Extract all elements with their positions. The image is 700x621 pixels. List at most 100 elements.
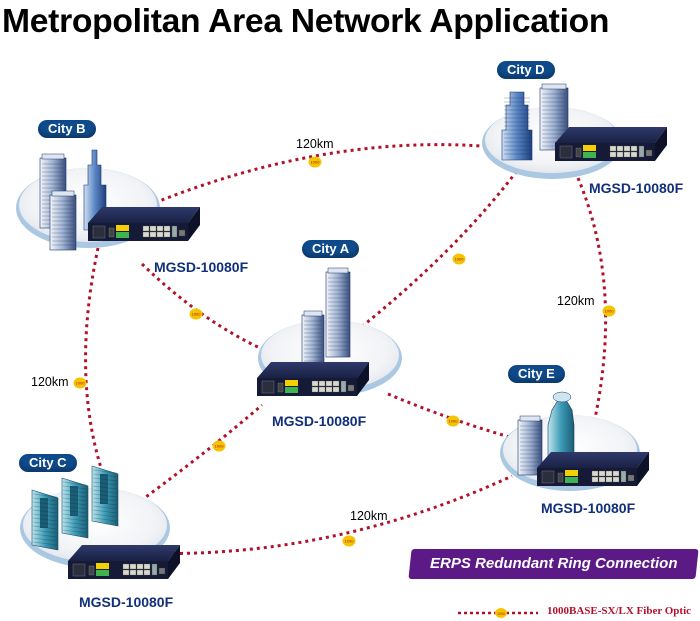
sfp-port-icon — [143, 569, 151, 576]
sfp-port-icon — [591, 476, 599, 483]
link-badge-text: 1000 — [605, 308, 615, 313]
city-label-b: City B — [38, 120, 96, 138]
power-port-icon — [92, 225, 106, 239]
sfp-port-icon — [149, 231, 157, 238]
sfp-port-icon — [598, 470, 606, 477]
sfp-port-icon — [591, 470, 599, 477]
model-label-d: MGSD-10080F — [589, 180, 684, 196]
sfp-port-icon — [122, 569, 130, 576]
model-label-b: MGSD-10080F — [154, 259, 249, 275]
link-badge-text: 1000 — [449, 418, 459, 423]
model-label-a: MGSD-10080F — [272, 413, 367, 429]
fiber-link-line — [141, 143, 506, 210]
sfp-port-icon — [616, 151, 624, 158]
link-badge-icon — [189, 308, 203, 320]
fiber-link-line — [387, 392, 514, 440]
link-badge-text: 1000 — [215, 443, 225, 448]
distance-label-b-d: 120km — [296, 137, 334, 151]
rj45-port-icon — [340, 380, 347, 393]
sfp-port-icon — [318, 380, 326, 387]
sfp-port-icon — [612, 470, 620, 477]
console-port-icon — [627, 474, 635, 482]
network-node-city-b — [16, 149, 200, 251]
terminal-block-icon — [116, 225, 129, 231]
sfp-port-icon — [609, 151, 617, 158]
link-badge-icon — [212, 440, 226, 452]
console-port-icon — [178, 229, 186, 237]
switch-icon — [537, 452, 649, 486]
terminal-block-icon — [583, 152, 596, 158]
sfp-port-icon — [623, 151, 631, 158]
building-icon — [31, 465, 119, 551]
rj45-port-icon — [151, 563, 158, 576]
switch-icon — [257, 362, 369, 396]
city-label-a: City A — [302, 240, 360, 258]
legend-badge-icon — [495, 608, 507, 618]
sfp-port-icon — [156, 225, 164, 232]
fiber-link: 1000 — [344, 159, 527, 342]
network-node-city-d — [482, 83, 667, 179]
switch-top — [555, 127, 667, 143]
fiber-link-line — [576, 177, 608, 433]
sfp-port-icon — [630, 145, 638, 152]
model-label-e: MGSD-10080F — [541, 500, 636, 516]
fiber-link-line — [140, 262, 263, 351]
console-port-icon — [158, 567, 166, 575]
page-title: Metropolitan Area Network Application — [2, 2, 610, 39]
sfp-port-icon — [122, 563, 130, 570]
rj45-port-icon — [171, 225, 178, 238]
link-badge-text: 1000 — [345, 538, 355, 543]
fiber-link: 1000 — [387, 392, 514, 440]
sfp-port-icon — [129, 569, 137, 576]
fiber-link: 1000 — [140, 262, 263, 351]
sfp-port-icon — [612, 476, 620, 483]
power-port-icon — [261, 380, 275, 394]
sfp-port-icon — [630, 151, 638, 158]
sfp-port-icon — [136, 569, 144, 576]
city-label-e: City E — [508, 365, 565, 383]
link-badge-icon — [308, 156, 322, 168]
fiber-link: 1000 — [576, 177, 616, 433]
link-badge-text: 1000 — [311, 159, 321, 164]
sfp-port-icon — [605, 470, 613, 477]
switch-icon — [88, 207, 200, 241]
terminal-block-icon — [285, 380, 298, 386]
terminal-block-icon — [116, 232, 129, 238]
switch-top — [257, 362, 369, 378]
city-label-c: City C — [19, 454, 77, 472]
network-node-city-e — [500, 391, 649, 491]
sfp-port-icon — [318, 386, 326, 393]
link-badge-text: 1000 — [192, 311, 202, 316]
link-badge-text: 1000 — [455, 256, 465, 261]
switch-icon — [68, 545, 180, 579]
sfp-port-icon — [609, 145, 617, 152]
sfp-port-icon — [325, 386, 333, 393]
switch-top — [68, 545, 180, 561]
sfp-port-icon — [149, 225, 157, 232]
switch-top — [537, 452, 649, 468]
fiber-link: 1000 — [141, 143, 506, 210]
terminal-block-icon — [96, 563, 109, 569]
fiber-link-line — [344, 159, 527, 342]
distance-label-c-e: 120km — [350, 509, 388, 523]
distance-label-d-e: 120km — [557, 294, 595, 308]
link-badge-icon — [452, 253, 466, 265]
rj45-port-icon — [638, 145, 645, 158]
power-port-icon — [559, 145, 573, 159]
link-badge-icon — [446, 415, 460, 427]
building-icon — [39, 149, 107, 251]
network-node-city-a — [257, 267, 402, 396]
switch-icon — [555, 127, 667, 161]
link-badge-text: 1000 — [76, 380, 86, 385]
link-badge-icon — [602, 305, 616, 317]
sfp-port-icon — [616, 145, 624, 152]
erps-ring-label: ERPS Redundant Ring Connection — [429, 555, 678, 572]
erps-ring-banner: ERPS Redundant Ring Connection — [408, 549, 699, 579]
network-node-city-c — [20, 465, 180, 579]
power-port-icon — [72, 563, 86, 577]
sfp-port-icon — [332, 380, 340, 387]
sfp-port-icon — [598, 476, 606, 483]
sfp-port-icon — [311, 380, 319, 387]
terminal-block-icon — [96, 570, 109, 576]
